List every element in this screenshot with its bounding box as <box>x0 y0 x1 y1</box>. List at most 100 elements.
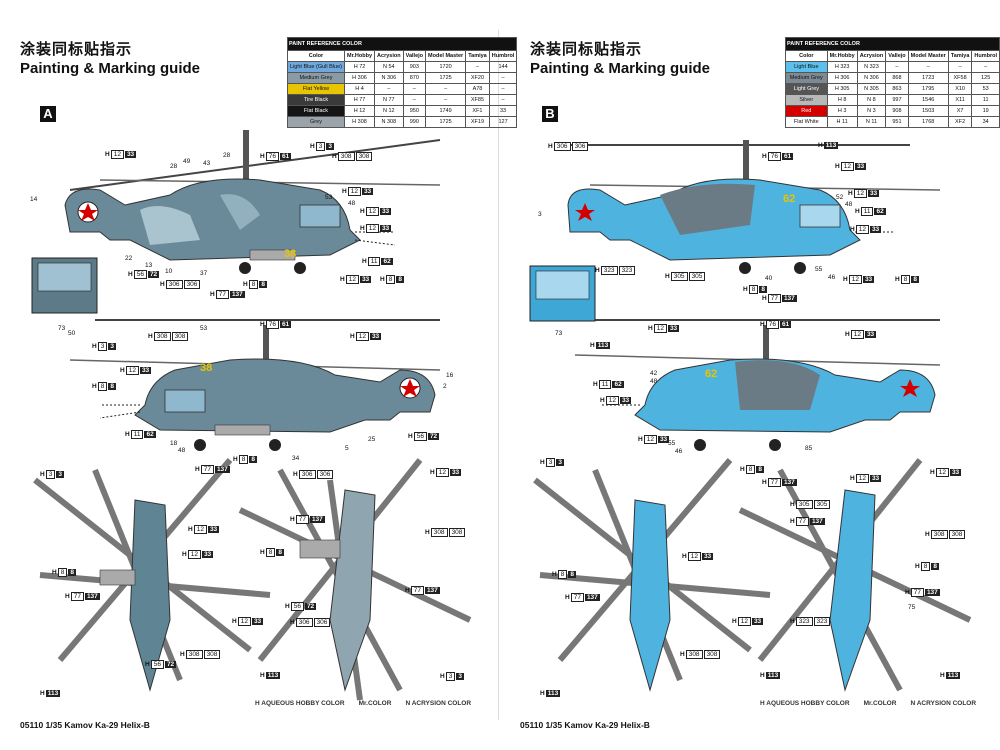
part-number: 85 <box>805 445 813 452</box>
part-number: 55 <box>668 440 676 447</box>
table-cell: 1768 <box>907 116 949 128</box>
center-divider <box>498 30 499 720</box>
part-number: 49 <box>183 158 191 165</box>
part-number: 48 <box>845 201 853 208</box>
scheme-badge: A <box>40 106 56 122</box>
title-chinese: 涂装同标贴指示 <box>20 41 133 58</box>
title-english: Painting & Marking guide <box>20 60 201 77</box>
part-number: 13 <box>145 262 153 269</box>
part-number: 22 <box>125 255 133 262</box>
aircraft-number: 38 <box>200 362 213 374</box>
part-number: 46 <box>675 448 683 455</box>
top-view-left <box>533 458 771 692</box>
table-cell: – <box>402 83 427 95</box>
table-cell: H 308 <box>343 116 376 128</box>
table-cell: 1725 <box>425 116 467 128</box>
legend-item: N ACRYSION COLOR <box>405 700 472 707</box>
part-number: 55 <box>815 266 823 273</box>
legend-item: H AQUEOUS HOBBY COLOR <box>255 700 345 707</box>
part-number: 50 <box>68 330 76 337</box>
table-cell: 19 <box>971 105 1000 117</box>
table-cell: H 3 <box>826 105 858 117</box>
part-number: 10 <box>165 268 173 275</box>
underside-view-right <box>238 458 472 701</box>
part-number: 48 <box>348 200 356 207</box>
title-english: Painting & Marking guide <box>530 60 711 77</box>
table-cell: 990 <box>402 116 427 128</box>
paint-reference-table: PAINT REFERENCE COLOR Color Mr.Hobby Acr… <box>286 37 518 128</box>
part-number: 53 <box>325 194 333 201</box>
legend-item: Mr.COLOR <box>863 700 897 707</box>
part-number: 28 <box>223 152 231 159</box>
part-number: 5 <box>345 445 349 452</box>
aircraft-number: 62 <box>783 193 796 205</box>
top-view-left <box>33 458 271 692</box>
table-cell: H 11 <box>826 116 858 128</box>
part-number: 73 <box>58 325 66 332</box>
part-number: 16 <box>446 372 454 379</box>
legend: H AQUEOUS HOBBY COLOR Mr.COLOR N ACRYSIO… <box>760 700 976 707</box>
aircraft-number: 38 <box>284 248 297 260</box>
part-number: 52 <box>836 194 844 201</box>
part-number: 2 <box>443 383 447 390</box>
table-cell: 144 <box>488 61 518 73</box>
side-view-upper <box>560 140 941 274</box>
table-cell: 951 <box>885 116 909 128</box>
table-cell: 34 <box>971 116 1000 128</box>
part-number: 53 <box>200 325 208 332</box>
table-cell: 127 <box>488 116 518 128</box>
part-number: 34 <box>292 455 300 462</box>
table-cell: XF19 <box>465 116 490 128</box>
table-cell: – <box>488 94 518 106</box>
